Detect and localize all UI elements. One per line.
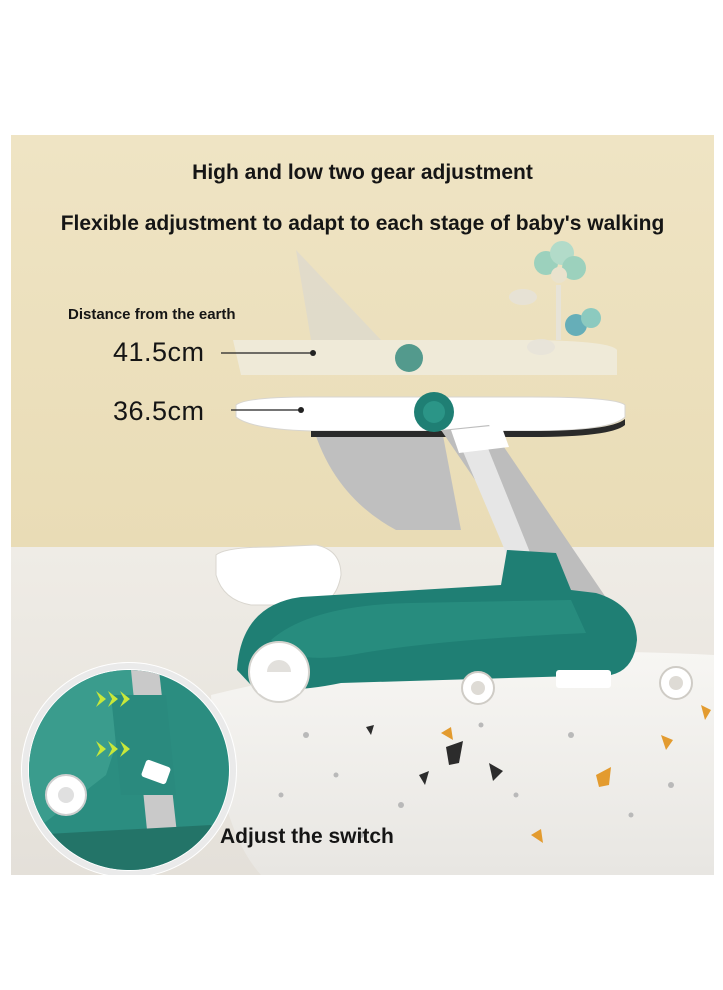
switch-zoom-inset [21, 662, 237, 875]
high-marker-dot [310, 350, 316, 356]
terrazzo-podium [211, 651, 714, 875]
height-high-value: 41.5cm [113, 337, 205, 367]
distance-label: Distance from the earth [68, 306, 236, 323]
measurement-lines [221, 352, 313, 411]
height-low-value: 36.5cm [113, 396, 205, 426]
low-marker-dot [298, 407, 304, 413]
wheels [248, 641, 693, 705]
toy-cluster [509, 241, 601, 355]
headline-title: High and low two gear adjustment [192, 161, 533, 184]
headline-subtitle: Flexible adjustment to adapt to each sta… [60, 212, 665, 235]
walker-frame [215, 241, 693, 705]
inset-caption: Adjust the switch [220, 825, 394, 848]
baby-walker-illustration [11, 135, 714, 875]
up-arrows-icon [96, 691, 130, 757]
product-image-panel: High and low two gear adjustment Flexibl… [11, 135, 714, 875]
